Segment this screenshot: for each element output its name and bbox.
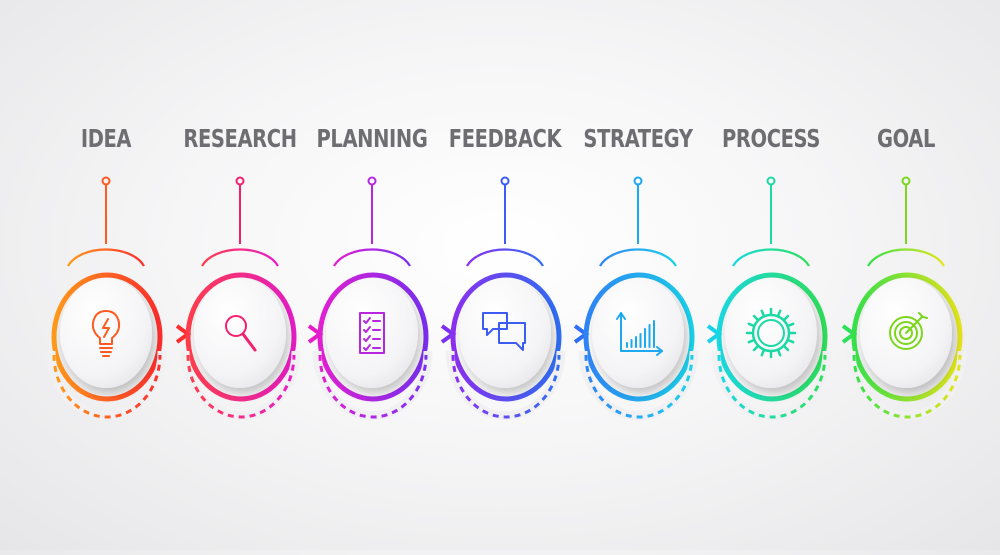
step-process [711, 176, 858, 421]
outer-arc [599, 248, 677, 267]
pin-ring [101, 176, 111, 186]
color-ring [450, 272, 562, 402]
dashed-ring [584, 354, 694, 419]
step-feedback [445, 176, 590, 421]
step-research [180, 176, 324, 421]
target-icon [889, 312, 928, 350]
dashed-ring [186, 354, 296, 419]
color-ring [851, 272, 963, 402]
color-ring [583, 272, 695, 402]
pin-ring [235, 176, 245, 186]
color-ring [716, 272, 828, 402]
step-strategy [578, 176, 723, 421]
step-label-research: RESEARCH [183, 124, 297, 153]
color-ring [185, 272, 297, 402]
outer-arc [67, 248, 145, 267]
connector-arrow [296, 324, 324, 344]
step-label-idea: IDEA [80, 124, 132, 153]
connector-arrow [561, 324, 590, 344]
disc [592, 278, 684, 388]
step-idea [46, 176, 192, 421]
pin-ring [367, 176, 377, 186]
color-ring [51, 272, 163, 402]
connector-arrow [428, 324, 457, 344]
dashed-ring [451, 354, 561, 419]
disc [194, 278, 286, 388]
bar-chart-icon [616, 312, 663, 356]
color-ring [317, 272, 429, 402]
outer-arc [201, 248, 279, 267]
disc [725, 278, 817, 388]
connector-arrow [694, 324, 723, 344]
dashed-ring [52, 354, 162, 419]
checklist-icon [359, 312, 385, 354]
pin-ring [766, 176, 776, 186]
speech-bubbles-icon [482, 312, 526, 351]
dashed-ring [318, 354, 428, 419]
connector-arrow [827, 324, 858, 344]
disc [459, 278, 551, 388]
step-label-feedback: FEEDBACK [448, 124, 562, 153]
magnifying-glass-icon [225, 315, 257, 352]
lightbulb-icon [91, 310, 121, 357]
pin-ring [633, 176, 643, 186]
step-label-planning: PLANNING [316, 124, 428, 153]
step-goal [846, 176, 967, 421]
step-planning [312, 176, 457, 421]
outer-arc [867, 248, 945, 267]
step-label-strategy: STRATEGY [583, 124, 693, 153]
outer-arc [732, 248, 810, 267]
connector-arrow [162, 324, 192, 344]
step-label-process: PROCESS [721, 124, 820, 153]
outer-arc [333, 248, 411, 267]
dashed-ring [717, 354, 827, 419]
dashed-ring [852, 354, 962, 419]
outer-arc [466, 248, 544, 267]
disc [326, 278, 418, 388]
pin-ring [901, 176, 911, 186]
gear-icon [745, 307, 797, 359]
step-label-goal: GOAL [876, 124, 936, 153]
pin-ring [500, 176, 510, 186]
